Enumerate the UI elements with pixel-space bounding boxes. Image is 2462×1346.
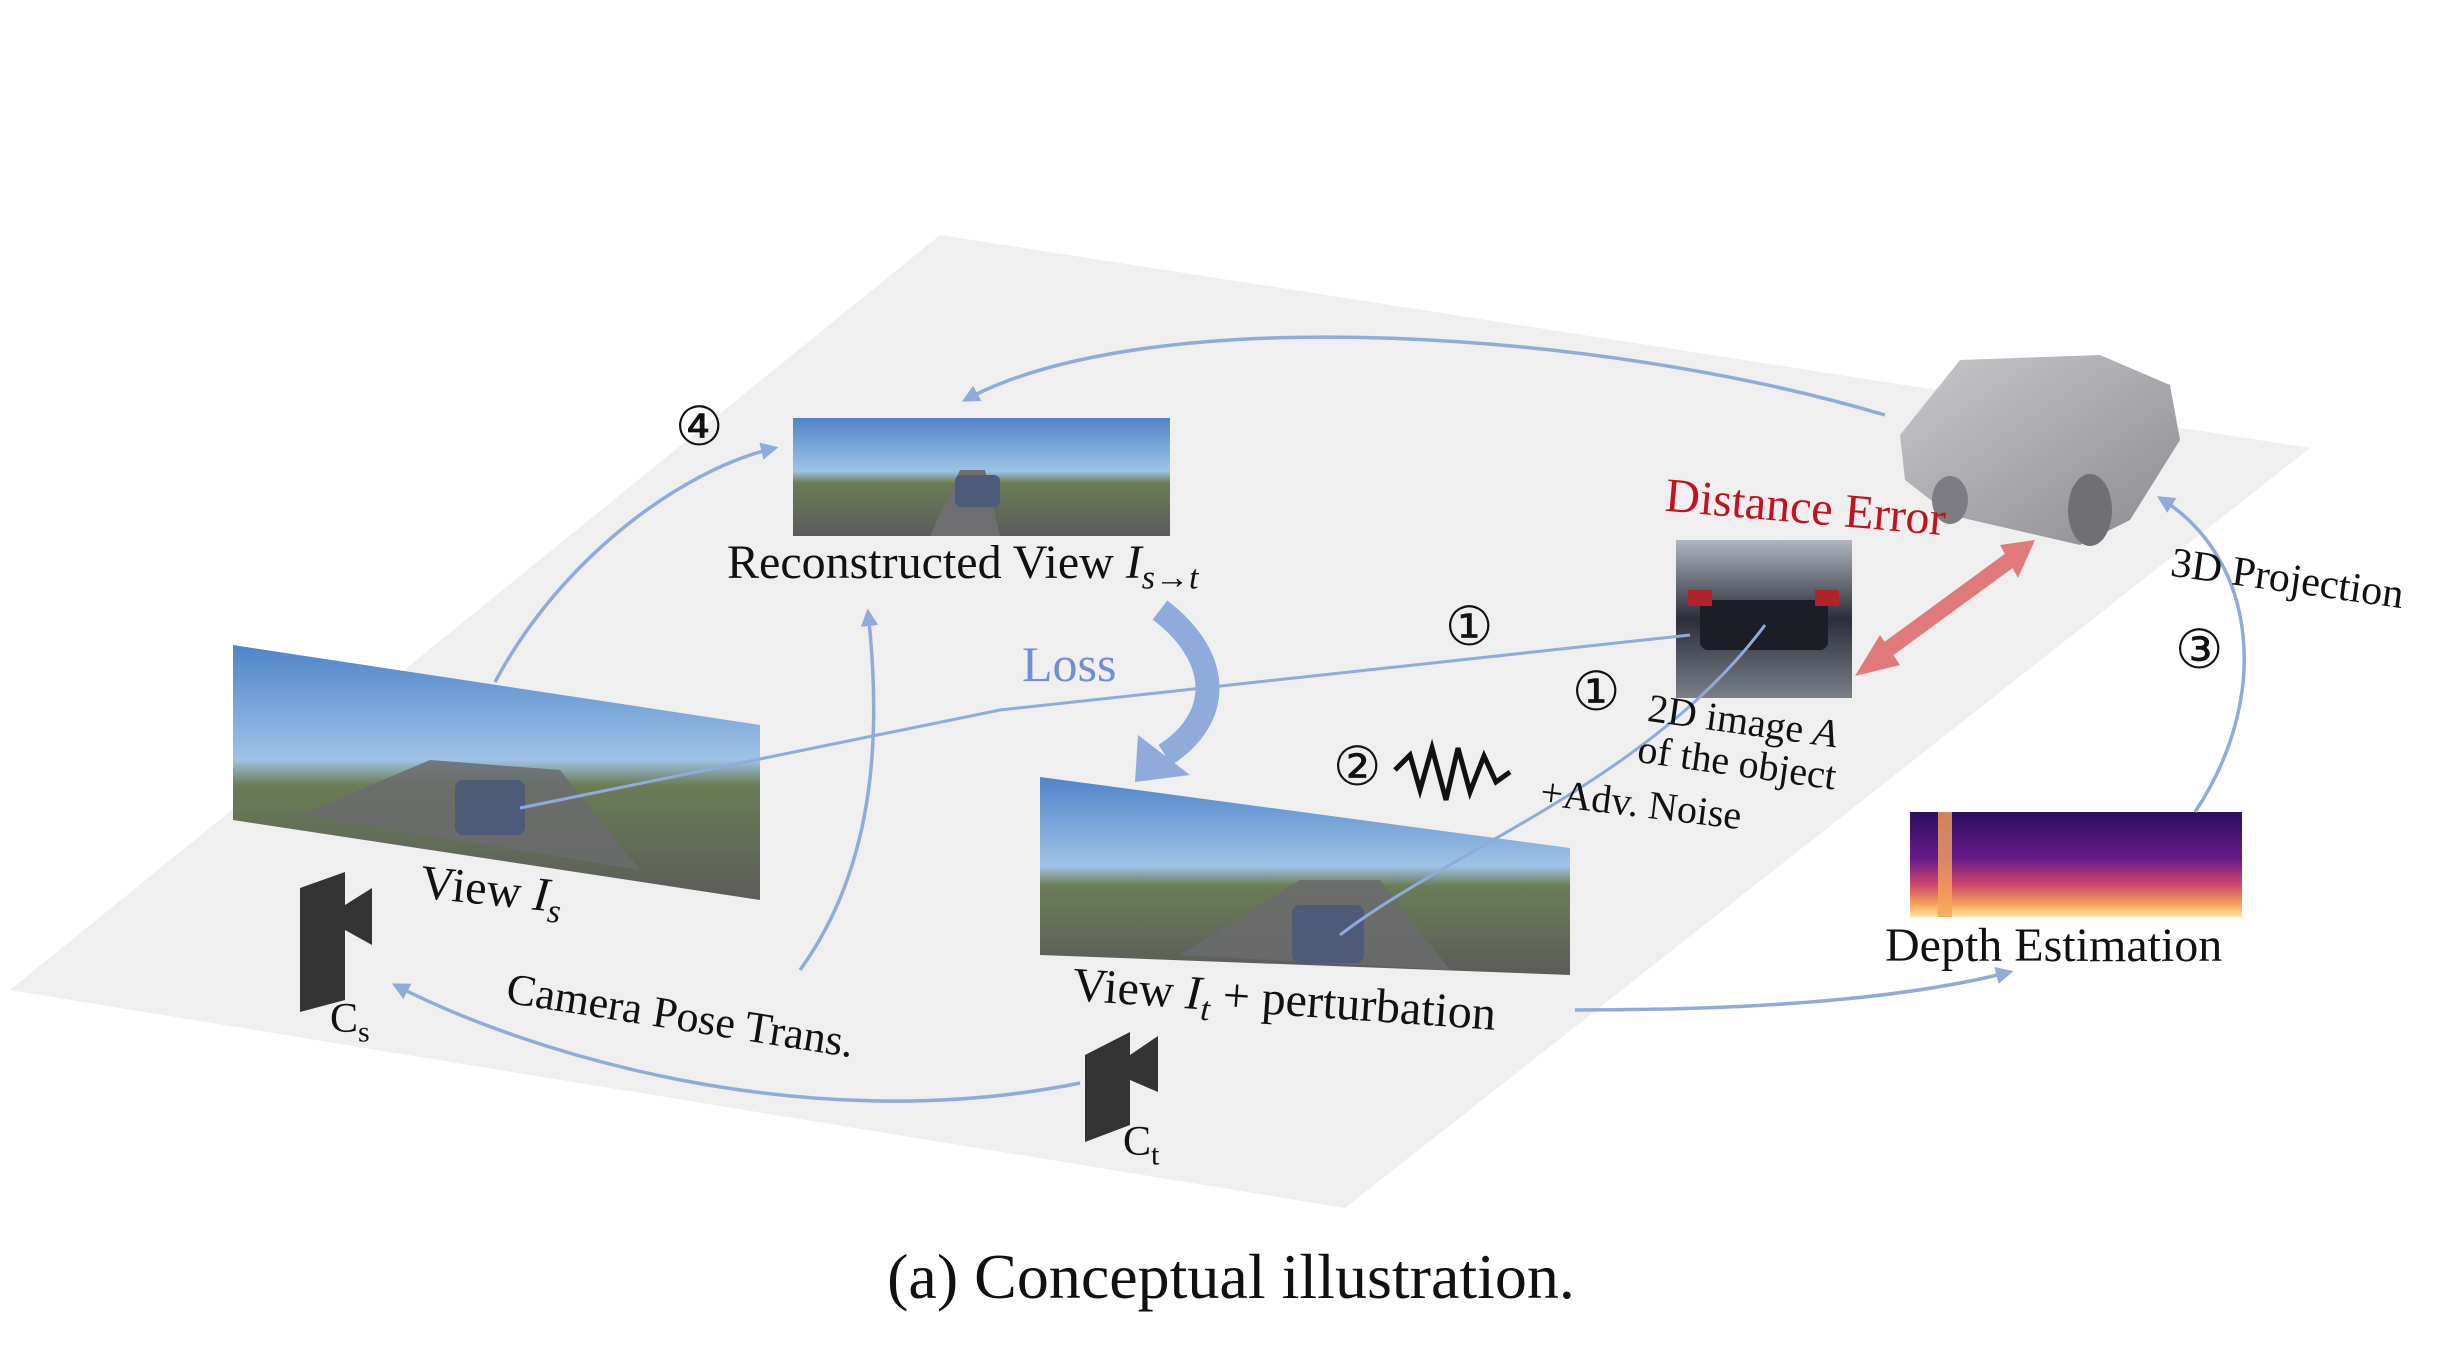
camera-cs-subscript: s — [358, 1015, 370, 1049]
camera-ct-label: Ct — [1123, 1118, 1159, 1172]
reconstructed-view-text: Reconstructed View — [727, 536, 1126, 589]
loss-arrow-head — [1135, 735, 1190, 782]
arrow-object-to-view-s — [519, 633, 1691, 810]
loss-arrow — [1152, 600, 1220, 766]
camera-cs-label: Cs — [330, 995, 370, 1049]
reconstructed-view-label: Reconstructed View Is→t — [727, 535, 1198, 598]
reconstructed-view-symbol: I — [1125, 536, 1142, 589]
ground-plane — [10, 235, 2310, 1208]
step-2-marker: ② — [1333, 737, 1382, 797]
depth-estimation-label: Depth Estimation — [1885, 919, 2223, 972]
step-1-top-marker: ① — [1445, 597, 1494, 657]
reconstructed-view-image — [793, 418, 1170, 536]
loss-label: Loss — [1022, 636, 1117, 692]
camera-ct-subscript: t — [1151, 1138, 1160, 1172]
step-1-object-marker: ① — [1572, 662, 1621, 722]
depth-map-image — [1910, 812, 2242, 917]
view-t-text: View — [1070, 958, 1188, 1020]
arrow-depth-to-car — [2157, 496, 2246, 813]
step-4-marker: ④ — [675, 397, 724, 457]
view-t-image — [1040, 777, 1570, 975]
distance-error-arrow — [1875, 553, 2015, 662]
arrow-pose-to-reconstructed — [798, 608, 879, 972]
noise-zigzag-icon — [1393, 738, 1512, 801]
step-3-marker: ③ — [2175, 620, 2224, 680]
view-s-text: View — [418, 855, 537, 921]
camera-ct-text: C — [1123, 1119, 1152, 1165]
figure-caption: (a) Conceptual illustration. — [887, 1241, 1575, 1312]
camera-cs-text: C — [330, 996, 359, 1042]
3d-car-model — [1900, 355, 2180, 546]
arrow-object-to-view-t — [1339, 624, 1767, 937]
camera-ct-icon — [1085, 1032, 1158, 1142]
reconstructed-view-subscript: s→t — [1141, 559, 1199, 597]
image-a-symbol: A — [1810, 708, 1841, 757]
camera-cs-icon — [300, 872, 372, 1012]
arrow-view-s-to-reconstructed — [493, 442, 779, 683]
arrow-view-t-to-depth — [1574, 966, 2014, 1012]
object-image-a — [1676, 540, 1852, 698]
arrow-ct-to-cs — [391, 983, 1081, 1103]
arrow-car-to-reconstructed — [961, 335, 1886, 417]
view-s-image — [233, 645, 760, 900]
